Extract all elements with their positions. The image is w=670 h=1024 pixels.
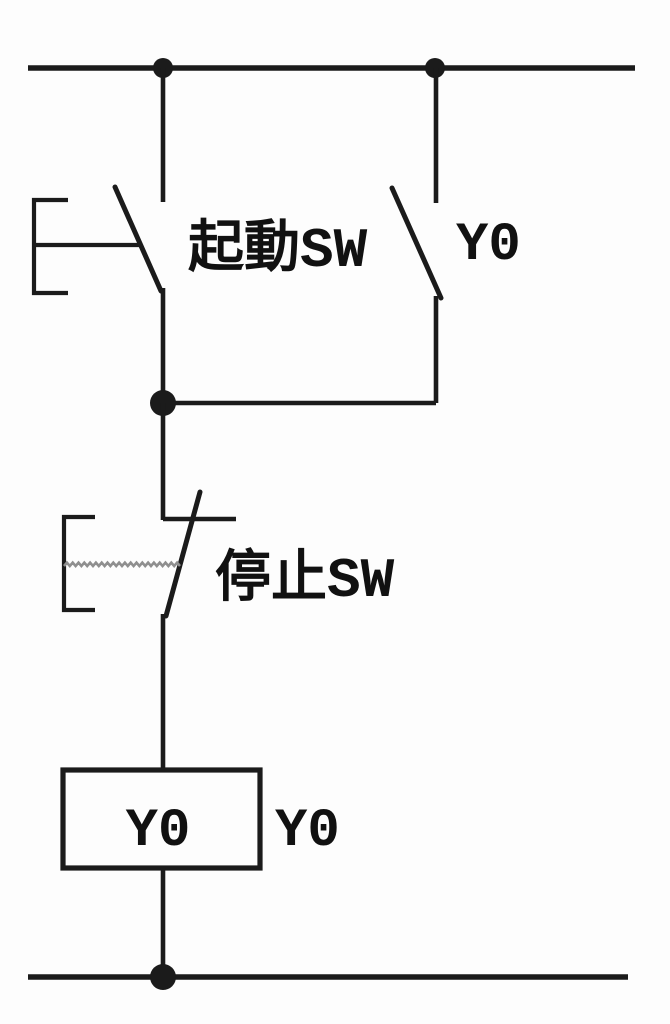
selfhold-contact-blade — [389, 185, 444, 301]
stop-pushbutton-bracket — [61, 514, 95, 613]
stop-button-link-line — [63, 560, 181, 569]
start-pushbutton-bracket — [31, 197, 141, 296]
stop-switch-label: 停止SW — [215, 547, 395, 613]
coil-label: Y0 — [126, 801, 191, 862]
stop-switch-blade — [163, 489, 203, 619]
start-switch-blade — [112, 184, 164, 294]
coil-ref-label: Y0 — [275, 801, 340, 862]
start-switch-label: 起動SW — [188, 218, 368, 283]
selfhold-contact-label: Y0 — [456, 215, 521, 276]
bottom-junction-dot — [150, 964, 176, 990]
